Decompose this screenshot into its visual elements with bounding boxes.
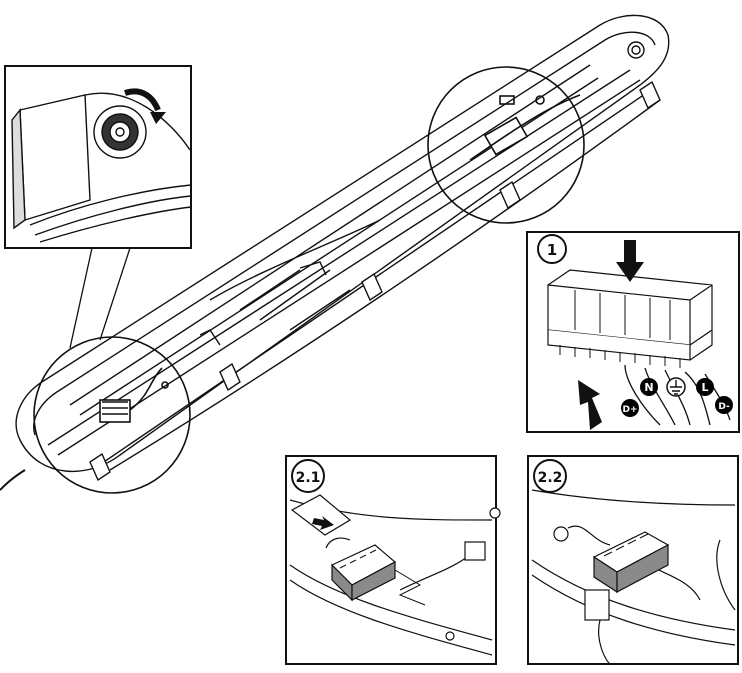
step-2-2-label: 2.2 [538,470,563,486]
step-1-label: 1 [547,241,557,259]
slide-arrow-icon [312,516,334,530]
connector-block-installed [592,531,670,594]
connector-block [330,544,397,602]
push-up-arrow-icon [578,380,602,430]
detail-circle-right [427,66,585,224]
push-down-arrow-icon [616,240,644,282]
terminal-d-minus: D- [715,396,733,414]
earth-icon [670,380,682,395]
step-2-1-panel: 2.1 [285,455,501,665]
rotate-arrowhead-icon [150,112,166,124]
terminal-n: N [640,378,658,396]
svg-text:D-: D- [718,402,730,412]
gland-detail-inset [4,65,192,249]
callout-line [69,247,131,349]
svg-text:L: L [701,381,708,394]
terminal-d-plus: D+ [621,399,639,417]
step-2-2-panel: 2.2 [527,455,739,665]
step-2-1-badge [291,459,325,493]
step-1-badge [537,234,567,264]
step-2-2-badge [533,459,567,493]
terminal-block-panel: N L D+ D- [526,231,740,433]
rotate-arrow-icon [124,88,161,112]
svg-text:N: N [644,381,653,394]
svg-text:D+: D+ [622,405,637,415]
step-2-1-label: 2.1 [296,470,321,486]
detail-circle-left [33,336,191,494]
terminal-l: L [696,378,714,396]
terminal-earth [666,377,686,397]
release-hand-icon [325,537,351,549]
